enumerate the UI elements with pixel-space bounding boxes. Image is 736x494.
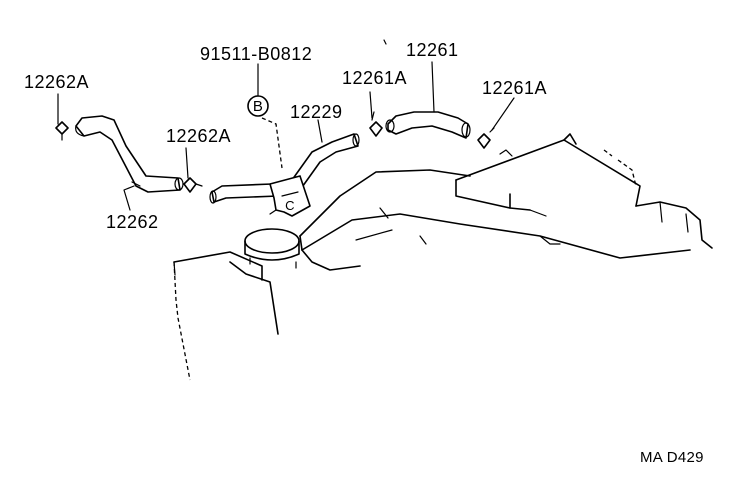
pipe-12229 [209,133,360,217]
label-12262: 12262 [106,212,159,232]
diagram-code: MA D429 [640,449,704,466]
label-91511-B0812: 91511-B0812 [200,44,312,64]
leader-lines [57,39,515,211]
hose-12261 [385,111,471,139]
callout-b: B [247,95,269,117]
callout-b-label: B [253,98,263,115]
engine-block [173,133,713,381]
label-12261A-left: 12261A [342,68,407,88]
callout-c-label: C [285,198,295,213]
clip-12261A-left [369,111,383,137]
clip-12262A-left [55,121,69,141]
label-12262A-mid: 12262A [166,126,231,146]
label-12261: 12261 [406,40,459,60]
label-12262A-left: 12262A [24,72,89,92]
bolt-91511 [261,117,283,169]
clip-12261A-right [477,127,495,149]
hose-12262 [75,115,184,193]
label-12229: 12229 [290,102,343,122]
clip-12262A-mid [183,177,203,193]
label-12261A-right: 12261A [482,78,547,98]
